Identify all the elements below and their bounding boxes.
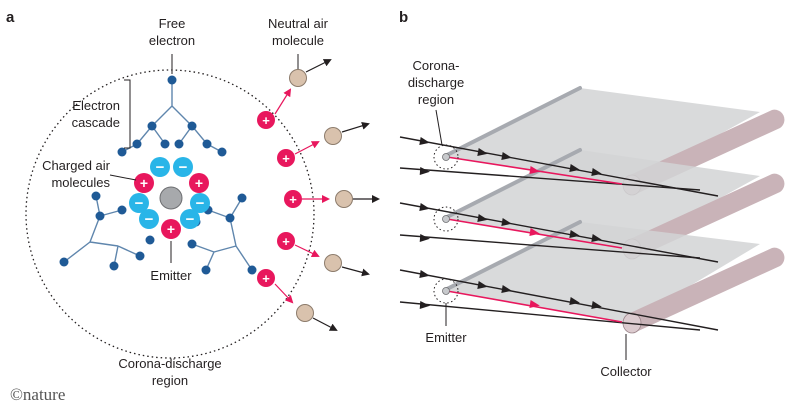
corona-label-b-1: Corona- bbox=[413, 58, 460, 73]
svg-text:−: − bbox=[196, 195, 205, 212]
emitter-label-b: Emitter bbox=[425, 330, 467, 345]
charged-air-label-1: Charged air bbox=[42, 158, 111, 173]
positive-ions-inner bbox=[134, 173, 209, 239]
collector-label: Collector bbox=[600, 364, 652, 379]
svg-text:−: − bbox=[186, 211, 195, 228]
corona-region-label-2: region bbox=[152, 373, 188, 388]
panel-b-labels: Corona- discharge region Emitter Collect… bbox=[408, 58, 653, 379]
svg-text:−: − bbox=[156, 159, 165, 176]
emitter-wire-ends bbox=[442, 153, 450, 295]
svg-text:+: + bbox=[195, 175, 203, 191]
positive-ion-signs-inner: + + + bbox=[140, 175, 203, 237]
neutral-air-label-2: molecule bbox=[272, 33, 324, 48]
corona-label-b-3: region bbox=[418, 92, 454, 107]
svg-text:+: + bbox=[282, 151, 290, 166]
svg-text:+: + bbox=[282, 234, 290, 249]
neutral-air-molecules bbox=[289, 69, 353, 322]
electron-cascade-label-1: Electron bbox=[72, 98, 120, 113]
airflow-chevrons bbox=[419, 137, 602, 309]
panel-a-letter: a bbox=[6, 9, 15, 26]
svg-text:+: + bbox=[289, 192, 297, 207]
free-electron bbox=[167, 75, 177, 85]
panel-b-leaders bbox=[435, 109, 627, 360]
charged-air-label-2: molecules bbox=[51, 175, 110, 190]
svg-text:+: + bbox=[167, 221, 175, 237]
emitter-label-a: Emitter bbox=[150, 268, 192, 283]
corona-region-circles bbox=[433, 144, 459, 304]
emitter-wire-section bbox=[159, 186, 183, 210]
electron-dots bbox=[59, 75, 257, 275]
panel-b-letter: b bbox=[399, 9, 408, 26]
corona-region-circle bbox=[25, 69, 315, 359]
corona-label-b-2: discharge bbox=[408, 75, 464, 90]
neutral-molecule-arrows bbox=[305, 59, 380, 331]
panel-a-leaders bbox=[109, 54, 299, 263]
neutral-air-label-1: Neutral air bbox=[268, 16, 329, 31]
electrode-unit-bottom bbox=[443, 220, 785, 334]
svg-text:−: − bbox=[145, 211, 154, 228]
svg-text:+: + bbox=[262, 113, 270, 128]
free-electron-label-1: Free bbox=[159, 16, 186, 31]
panel-a-labels: Free electron Neutral air molecule Elect… bbox=[42, 16, 329, 388]
airflow-lines bbox=[399, 136, 719, 331]
svg-text:−: − bbox=[179, 159, 188, 176]
svg-text:+: + bbox=[140, 175, 148, 191]
positive-ions-outer bbox=[257, 111, 302, 287]
negative-ions bbox=[129, 157, 210, 229]
free-electron-label-2: electron bbox=[149, 33, 195, 48]
ion-drift-arrowheads bbox=[529, 166, 540, 308]
svg-text:+: + bbox=[262, 271, 270, 286]
svg-text:−: − bbox=[135, 195, 144, 212]
corona-region-label-1: Corona-discharge bbox=[118, 356, 221, 371]
electron-cascade-label-2: cascade bbox=[72, 115, 120, 130]
positive-ion-signs-outer: + + + + + bbox=[262, 113, 297, 286]
ion-push-arrows bbox=[274, 88, 330, 304]
nature-credit: ©nature bbox=[10, 385, 65, 404]
negative-ion-signs: − − − − − − bbox=[135, 159, 205, 228]
